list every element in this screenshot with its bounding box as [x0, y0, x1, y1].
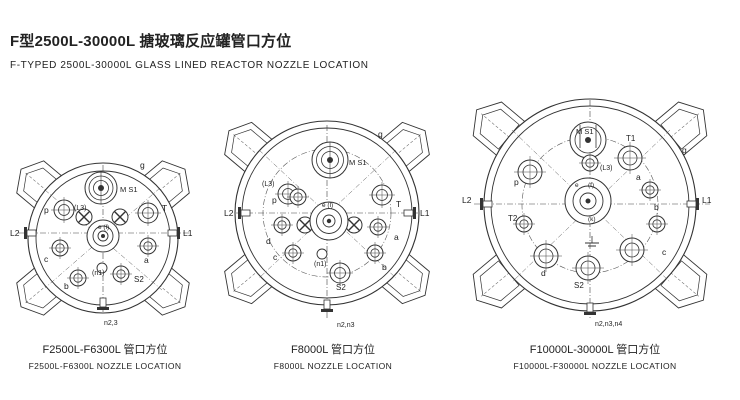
label-ms: M S1: [349, 158, 367, 167]
label-b: b: [64, 281, 69, 291]
label-t2: T2: [508, 214, 518, 223]
agitator-center: [309, 201, 349, 241]
page-subtitle: F-TYPED 2500L-30000L GLASS LINED REACTOR…: [10, 60, 369, 71]
caption-cn: F10000L-30000L 管口方位: [529, 344, 661, 356]
label-s2: S2: [134, 275, 144, 284]
caption-cn: F2500L-F6300L 管口方位: [42, 344, 168, 356]
label-l1: L1: [183, 228, 193, 238]
caption-diagram-3: F10000L-30000L 管口方位 F10000L-F30000L NOZZ…: [495, 341, 695, 371]
label-bottom: n2,n3,n4: [595, 321, 622, 328]
flange-l2: [480, 198, 493, 210]
caption-cn: F8000L 管口方位: [291, 344, 375, 356]
label-s2: S2: [574, 281, 584, 290]
flange-l2: [24, 227, 37, 239]
nozzle-n1: [316, 248, 328, 260]
drain-marker: [585, 236, 599, 247]
label-f: (f): [588, 182, 594, 189]
label-ms: M S1: [576, 127, 594, 136]
label-e: e (l): [322, 202, 333, 209]
label-bottom: n2,n3: [337, 322, 355, 329]
nozzle-l3-right: [111, 208, 129, 226]
label-b: b: [382, 262, 387, 272]
label-c: c: [273, 252, 278, 262]
diagram-f10000-f30000: M S1 T1 (L3) g p e (f) (k) a L2 L1 T2 b …: [462, 92, 718, 328]
flange-bottom: [97, 297, 109, 310]
page-title: F型2500L-30000L 搪玻璃反应罐管口方位: [10, 33, 292, 50]
manhole-ms1: [569, 121, 607, 159]
label-t: T: [162, 203, 167, 213]
label-t1: T1: [626, 134, 636, 143]
nozzle-n1: [96, 262, 108, 274]
label-l3: (L3): [74, 205, 86, 212]
label-a: a: [636, 172, 641, 182]
manhole-ms1: [84, 171, 118, 205]
flange-l1: [686, 198, 699, 210]
flange-l1: [167, 227, 180, 239]
label-l3: (L3): [600, 165, 612, 172]
caption-en: F10000L-F30000L NOZZLE LOCATION: [513, 361, 677, 371]
caption-en: F2500L-F6300L NOZZLE LOCATION: [28, 361, 182, 371]
label-b: b: [654, 202, 659, 212]
label-n1: (n1): [92, 270, 104, 277]
label-e: e: [575, 182, 579, 189]
flange-bottom: [321, 299, 333, 312]
label-g: g: [140, 160, 145, 170]
label-l3: (L3): [262, 181, 274, 188]
agitator-center: [86, 219, 120, 253]
diagram-f8000: M S1 g (L3) p e (l) T L2 L1 d a (n1) c b…: [214, 114, 440, 329]
label-ms: M S1: [120, 185, 138, 194]
label-p: p: [44, 205, 49, 215]
label-bottom: n2,3: [104, 320, 118, 327]
flange-l2: [238, 207, 251, 219]
label-n1: (n1): [314, 261, 326, 268]
label-p: p: [514, 177, 519, 187]
label-k: (k): [588, 216, 596, 223]
label-e: e (l): [98, 224, 109, 231]
flange-bottom: [584, 302, 596, 315]
flange-l1: [403, 207, 416, 219]
label-d: d: [541, 268, 546, 278]
label-s2: S2: [336, 283, 346, 292]
label-l2: L2: [462, 195, 472, 205]
label-l1: L1: [702, 195, 712, 205]
label-a: a: [394, 232, 399, 242]
agitator-center: [564, 177, 612, 225]
label-d: d: [266, 236, 271, 246]
label-c: c: [662, 247, 667, 257]
label-l2: L2: [224, 208, 234, 218]
label-t: T: [396, 199, 401, 209]
label-g: g: [682, 145, 687, 155]
manhole-ms1: [311, 141, 349, 179]
caption-diagram-1: F2500L-F6300L 管口方位 F2500L-F6300L NOZZLE …: [20, 341, 190, 371]
label-p: p: [272, 195, 277, 205]
caption-en: F8000L NOZZLE LOCATION: [273, 361, 393, 371]
label-g: g: [378, 129, 383, 139]
caption-diagram-2: F8000L 管口方位 F8000L NOZZLE LOCATION: [248, 341, 418, 371]
label-c: c: [44, 254, 49, 264]
diagram-f2500-f6300: M S1 g p (L3) T e (l) L2 L1 c a (n1) b S…: [7, 152, 199, 327]
label-l2: L2: [10, 228, 20, 238]
label-a: a: [144, 255, 149, 265]
label-l1: L1: [420, 208, 430, 218]
